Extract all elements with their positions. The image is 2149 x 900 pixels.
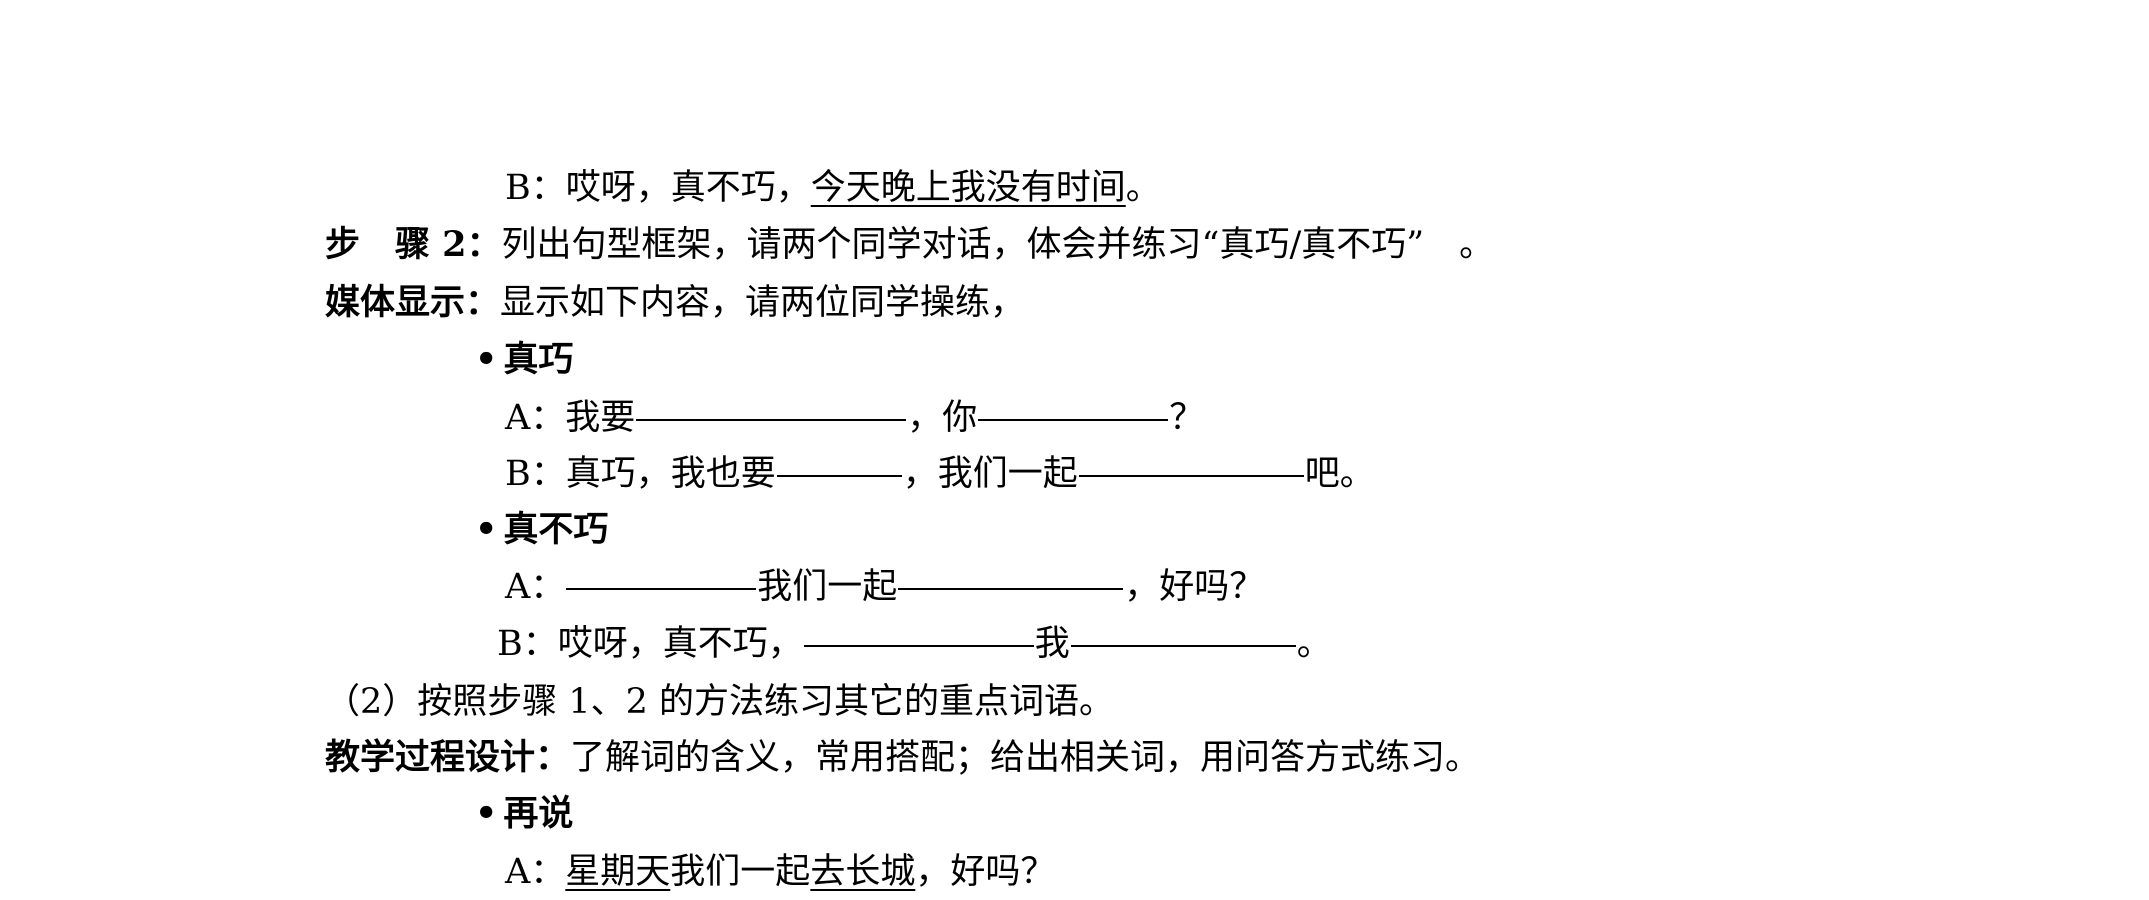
step-text: 列出句型框架，请两个同学对话，体会并练习“真巧/真不巧” 。 [501, 225, 1495, 265]
bullet-zaishuo: •再说 [475, 792, 573, 836]
bullet-icon: • [475, 339, 498, 380]
underlined-phrase: 去长城 [810, 852, 916, 892]
frame-line-a-1: A：我要 ，你 ？ [505, 396, 1204, 440]
frame-text-c: 吧。 [1304, 454, 1375, 494]
frame-text-a: A：我要 [505, 398, 636, 438]
dialogue-suffix: 。 [1125, 168, 1161, 208]
example-text-a: A： [505, 852, 566, 892]
design-text: 了解词的含义，常用搭配；给出相关词，用问答方式练习。 [570, 738, 1481, 778]
bullet-icon: • [475, 509, 498, 550]
example-line-a: A：星期天我们一起去长城，好吗？ [505, 850, 1055, 894]
frame-text-c: ？ [1169, 398, 1205, 438]
frame-line-b-1: B：真巧，我也要 ，我们一起 吧。 [505, 452, 1375, 496]
dialogue-line-b-busy: B：哎呀，真不巧，今天晚上我没有时间。 [505, 166, 1161, 210]
bullet-zhenbuqiao: •真不巧 [475, 508, 608, 552]
fill-blank [636, 418, 907, 421]
frame-text-b: 我们一起 [757, 567, 898, 607]
fill-blank [566, 587, 757, 590]
bullet-icon: • [475, 793, 498, 834]
underlined-phrase: 星期天 [565, 852, 671, 892]
design-label: 教学过程设计： [325, 737, 571, 778]
frame-text-b: ，我们一起 [902, 454, 1078, 494]
frame-text-a: B：哎呀，真不巧， [497, 624, 803, 664]
bullet-heading: 真巧 [503, 339, 574, 380]
frame-line-a-2: A： 我们一起 ，好吗？ [505, 565, 1264, 609]
frame-text-c: ，好吗？ [1124, 567, 1265, 607]
media-display-line: 媒体显示：显示如下内容，请两位同学操练， [325, 281, 1025, 325]
frame-line-b-2: B：哎呀，真不巧， 我 。 [497, 622, 1332, 666]
practice-instruction-line: （2）按照步骤 1、2 的方法练习其它的重点词语。 [325, 680, 1114, 724]
frame-text-a: B：真巧，我也要 [505, 454, 776, 494]
practice-text: （2）按照步骤 1、2 的方法练习其它的重点词语。 [325, 682, 1115, 722]
underlined-phrase: 今天晚上我没有时间 [810, 168, 1126, 208]
fill-blank [776, 474, 902, 477]
example-text-b: 我们一起 [670, 852, 811, 892]
step-label: 步 骤 2： [325, 224, 502, 265]
step-2-line: 步 骤 2：列出句型框架，请两个同学对话，体会并练习“真巧/真不巧” 。 [325, 223, 1494, 267]
frame-text-b: 我 [1034, 624, 1070, 664]
teaching-design-line: 教学过程设计：了解词的含义，常用搭配；给出相关词，用问答方式练习。 [325, 736, 1480, 780]
media-text: 显示如下内容，请两位同学操练， [500, 283, 1026, 323]
fill-blank [898, 587, 1124, 590]
frame-text-b: ，你 [907, 398, 978, 438]
fill-blank [1078, 474, 1304, 477]
media-label: 媒体显示： [325, 282, 501, 323]
example-text-c: ，好吗？ [915, 852, 1056, 892]
fill-blank [803, 644, 1034, 647]
frame-text-c: 。 [1296, 624, 1332, 664]
bullet-heading: 再说 [503, 793, 574, 834]
fill-blank [978, 418, 1169, 421]
bullet-heading: 真不巧 [503, 509, 609, 550]
fill-blank [1070, 644, 1296, 647]
frame-text-a: A： [505, 567, 566, 607]
bullet-zhenqiao: •真巧 [475, 338, 573, 382]
dialogue-prefix: B：哎呀，真不巧， [505, 168, 811, 208]
